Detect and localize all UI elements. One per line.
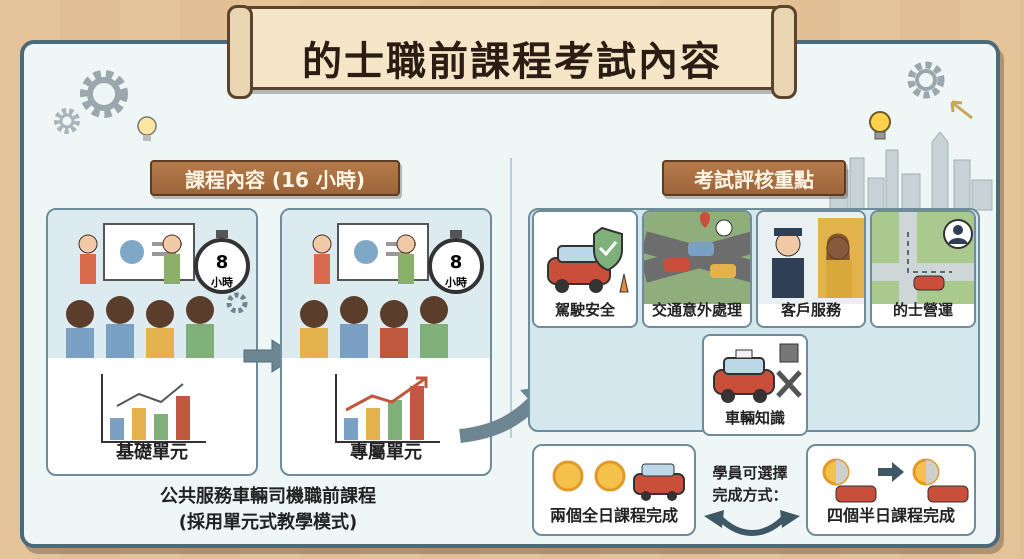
choose-method: 學員可選擇 完成方式： [694, 462, 806, 506]
option-half-day: 四個半日課程完成 [806, 444, 976, 536]
item-taxi-operation: 的士營運 [870, 210, 976, 328]
assessment-header: 考試評核重點 [662, 160, 846, 196]
halfsun-taxi-icon [822, 458, 969, 503]
gear-icon [54, 108, 80, 134]
gear-icon [80, 70, 128, 118]
timer-hours: 8 [449, 252, 463, 273]
route-map-icon [872, 212, 974, 304]
timer-hours: 8 [215, 252, 229, 273]
stopwatch-icon [428, 230, 484, 294]
intersection-accident-icon [644, 212, 750, 304]
pointer-arrow-icon [950, 100, 973, 120]
item-label: 客戶服務 [780, 301, 841, 319]
dedicated-module-label: 專屬單元 [350, 442, 422, 463]
bar-chart-icon [335, 374, 440, 443]
gear-icon [907, 61, 945, 99]
taxi-shield-icon [547, 226, 629, 293]
stopwatch-icon [194, 230, 250, 294]
city-skyline-icon [829, 131, 993, 211]
item-driving-safety: 駕駛安全 [532, 210, 638, 328]
taxi-tools-icon [713, 343, 802, 403]
choose-line2: 完成方式： [712, 486, 788, 504]
basic-module-label: 基礎單元 [116, 442, 188, 463]
course-content-header: 課程內容 (16 小時) [150, 160, 400, 196]
caption-line2: (採用單元式教學模式) [178, 512, 358, 533]
basic-module-panel: 8 小時 基礎單元 [46, 208, 258, 476]
section-divider [510, 158, 512, 438]
classroom-illustration [66, 223, 214, 358]
choose-line1: 學員可選擇 [712, 464, 788, 482]
driver-passenger-icon [758, 212, 864, 304]
swap-arrows-icon [704, 510, 800, 536]
item-label: 駕駛安全 [554, 301, 615, 319]
item-label: 交通意外處理 [651, 301, 742, 319]
item-label: 車輛知識 [724, 409, 785, 427]
lightbulb-icon [869, 111, 891, 140]
classroom-illustration [300, 223, 448, 358]
item-vehicle-knowledge: 車輛知識 [702, 334, 808, 436]
bar-chart-icon [101, 374, 206, 443]
option-full-day: 兩個全日課程完成 [532, 444, 696, 536]
timer-unit: 小時 [445, 276, 467, 289]
timer-unit: 小時 [211, 276, 233, 289]
title-scroll: 的士職前課程考試內容 [227, 5, 797, 99]
gear-icon [226, 292, 248, 314]
lightbulb-icon [137, 116, 157, 141]
dedicated-module-panel: 8 小時 專屬單元 [280, 208, 492, 476]
course-caption: 公共服務車輛司機職前課程 (採用單元式教學模式) [48, 484, 488, 536]
option-label: 兩個全日課程完成 [549, 506, 678, 525]
item-customer-service: 客戶服務 [756, 210, 866, 328]
caption-line1: 公共服務車輛司機職前課程 [160, 486, 376, 507]
page-title: 的士職前課程考試內容 [302, 39, 722, 85]
option-label: 四個半日課程完成 [826, 506, 955, 525]
item-accident-handling: 交通意外處理 [642, 210, 752, 328]
sun-taxi-icon [552, 460, 685, 501]
item-label: 的士營運 [892, 301, 953, 319]
